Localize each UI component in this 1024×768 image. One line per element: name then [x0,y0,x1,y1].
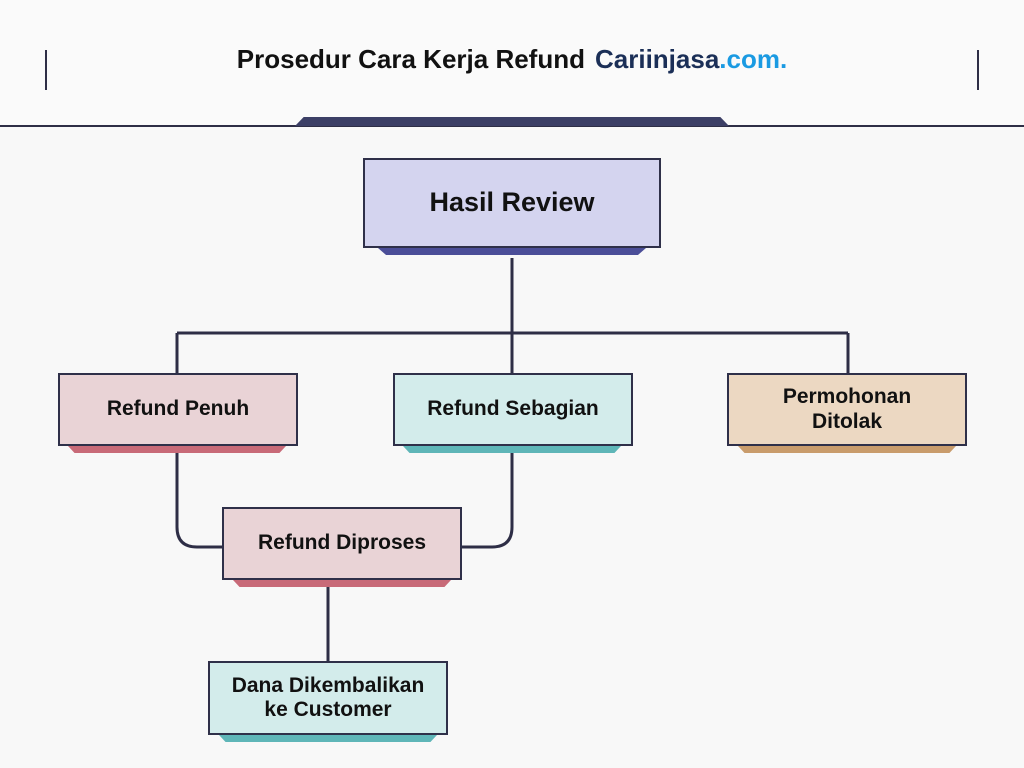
node-refund-diproses-label: Refund Diproses [257,531,427,555]
node-refund-sebagian: Refund Sebagian [393,373,633,446]
brand-suffix: .com. [719,44,788,74]
rejected-accent [738,446,956,453]
node-permohonan-ditolak-label: Permohonan Ditolak [782,385,912,433]
header-tab-accent [295,117,729,126]
header-bar: Prosedur Cara Kerja Refund Cariinjasa.com… [0,0,1024,127]
header-left-divider [45,50,47,90]
review-accent [378,248,646,255]
processed-accent [233,580,451,587]
node-hasil-review-label: Hasil Review [429,187,595,218]
node-refund-sebagian-label: Refund Sebagian [427,397,599,421]
page-title: Prosedur Cara Kerja Refund Cariinjasa.com… [0,44,1024,75]
node-refund-penuh: Refund Penuh [58,373,298,446]
node-refund-penuh-label: Refund Penuh [106,397,250,421]
connector-partial-to-processed [462,452,514,549]
header-right-divider [977,50,979,90]
full-accent [68,446,286,453]
node-hasil-review: Hasil Review [363,158,661,248]
brand-name: Cariinjasa [595,44,720,74]
node-dana-dikembalikan-label: Dana Dikembalikan ke Customer [231,673,425,721]
node-permohonan-ditolak: Permohonan Ditolak [727,373,967,446]
connector-full-to-processed [175,452,222,549]
title-text: Prosedur Cara Kerja Refund [236,44,585,74]
returned-accent [219,735,437,742]
brand-logo: Cariinjasa.com. [595,44,787,74]
node-refund-diproses: Refund Diproses [222,507,462,580]
node-dana-dikembalikan: Dana Dikembalikan ke Customer [208,661,448,735]
partial-accent [403,446,621,453]
